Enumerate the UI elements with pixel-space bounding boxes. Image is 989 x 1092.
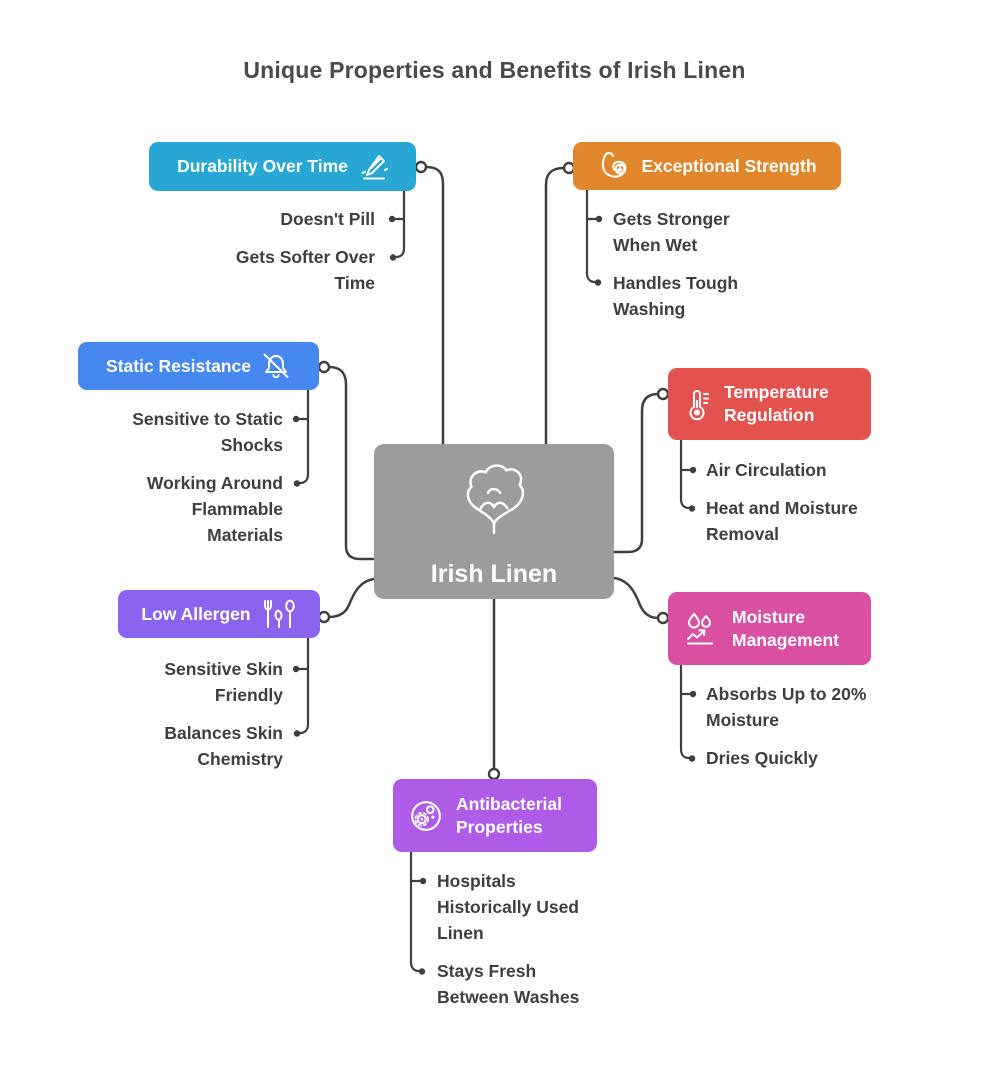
sub-item-temperature-1: Air Circulation xyxy=(706,460,827,480)
sub-item-moisture-1: Absorbs Up to 20% Moisture xyxy=(706,684,867,730)
branch-node-label: Moisture Management xyxy=(732,606,839,650)
branch-node-label: Antibacterial Properties xyxy=(456,793,562,837)
sub-item-static-2: Working Around Flammable Materials xyxy=(146,473,283,545)
sub-item-durability-2: Gets Softer Over Time xyxy=(235,247,375,293)
center-node-label: Irish Linen xyxy=(430,560,558,588)
sub-item-strength-2: Handles Tough Washing xyxy=(613,273,739,319)
cutlery-leaf-icon xyxy=(261,598,297,630)
sub-item-allergen-2: Balances Skin Chemistry xyxy=(164,723,283,769)
thermometer-icon xyxy=(684,387,710,421)
sub-item-strength-1: Gets Stronger When Wet xyxy=(613,209,730,255)
bacteria-dish-icon xyxy=(409,799,443,833)
sub-item-allergen-1: Sensitive Skin Friendly xyxy=(164,659,283,705)
branch-node-label: Temperature Regulation xyxy=(724,382,829,425)
bell-off-icon xyxy=(261,351,291,381)
branch-node-durability: Durability Over Time xyxy=(149,142,416,191)
sub-item-antibacterial-1: Hospitals Historically Used Linen xyxy=(437,871,579,943)
sub-item-durability-1: Doesn't Pill xyxy=(280,209,375,229)
pen-signature-icon xyxy=(358,152,388,182)
branch-node-antibacterial: Antibacterial Properties xyxy=(393,779,597,852)
branch-node-static: Static Resistance xyxy=(78,342,319,390)
branch-node-temperature: Temperature Regulation xyxy=(668,368,871,440)
branch-node-label: Durability Over Time xyxy=(177,156,348,176)
flexed-bicep-icon xyxy=(597,151,631,181)
sub-item-temperature-2: Heat and Moisture Removal xyxy=(706,498,858,544)
branch-node-label: Low Allergen xyxy=(141,603,251,624)
sub-item-moisture-2: Dries Quickly xyxy=(706,748,818,768)
cotton-boll-icon xyxy=(455,456,533,543)
branch-node-moisture: Moisture Management xyxy=(668,592,871,665)
water-drops-icon xyxy=(684,612,720,646)
sub-item-antibacterial-2: Stays Fresh Between Washes xyxy=(437,961,580,1007)
branch-node-strength: Exceptional Strength xyxy=(573,142,841,190)
branch-node-label: Exceptional Strength xyxy=(641,155,817,176)
branch-node-label: Static Resistance xyxy=(106,355,251,376)
center-node-irish-linen: Irish Linen xyxy=(374,444,614,599)
sub-item-static-1: Sensitive to Static Shocks xyxy=(132,409,283,455)
branch-node-allergen: Low Allergen xyxy=(118,590,320,638)
page-title: Unique Properties and Benefits of Irish … xyxy=(243,57,746,83)
